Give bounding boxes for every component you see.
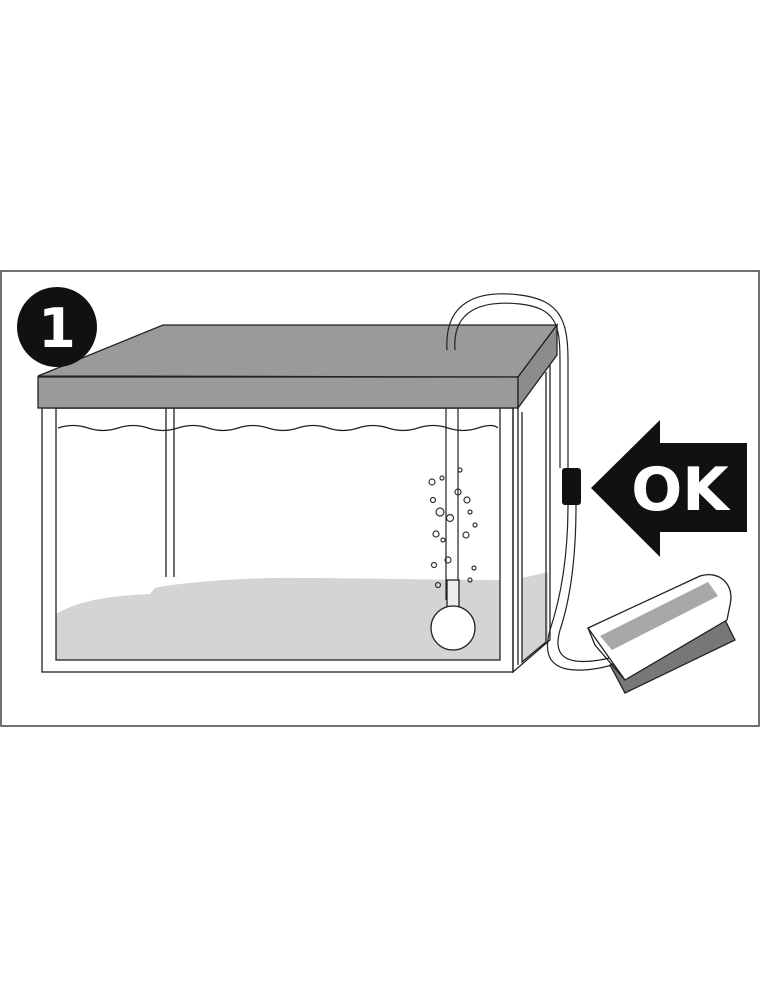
arrow-left-icon [591, 420, 747, 557]
air-pump [587, 574, 736, 694]
airline-tube [445, 293, 626, 671]
check-valve [562, 468, 581, 505]
pump-stripe [600, 582, 718, 650]
lid [37, 323, 559, 410]
step-number: 1 [38, 297, 76, 360]
water-line [57, 424, 499, 432]
air-stone [430, 579, 476, 651]
ok-callout: OK [591, 420, 747, 557]
step-badge: 1 [17, 287, 97, 367]
ok-label: OK [631, 455, 731, 525]
gravel [56, 577, 500, 660]
gravel-side [522, 572, 548, 662]
bubbles [428, 467, 478, 589]
aquarium-tank [41, 365, 551, 674]
